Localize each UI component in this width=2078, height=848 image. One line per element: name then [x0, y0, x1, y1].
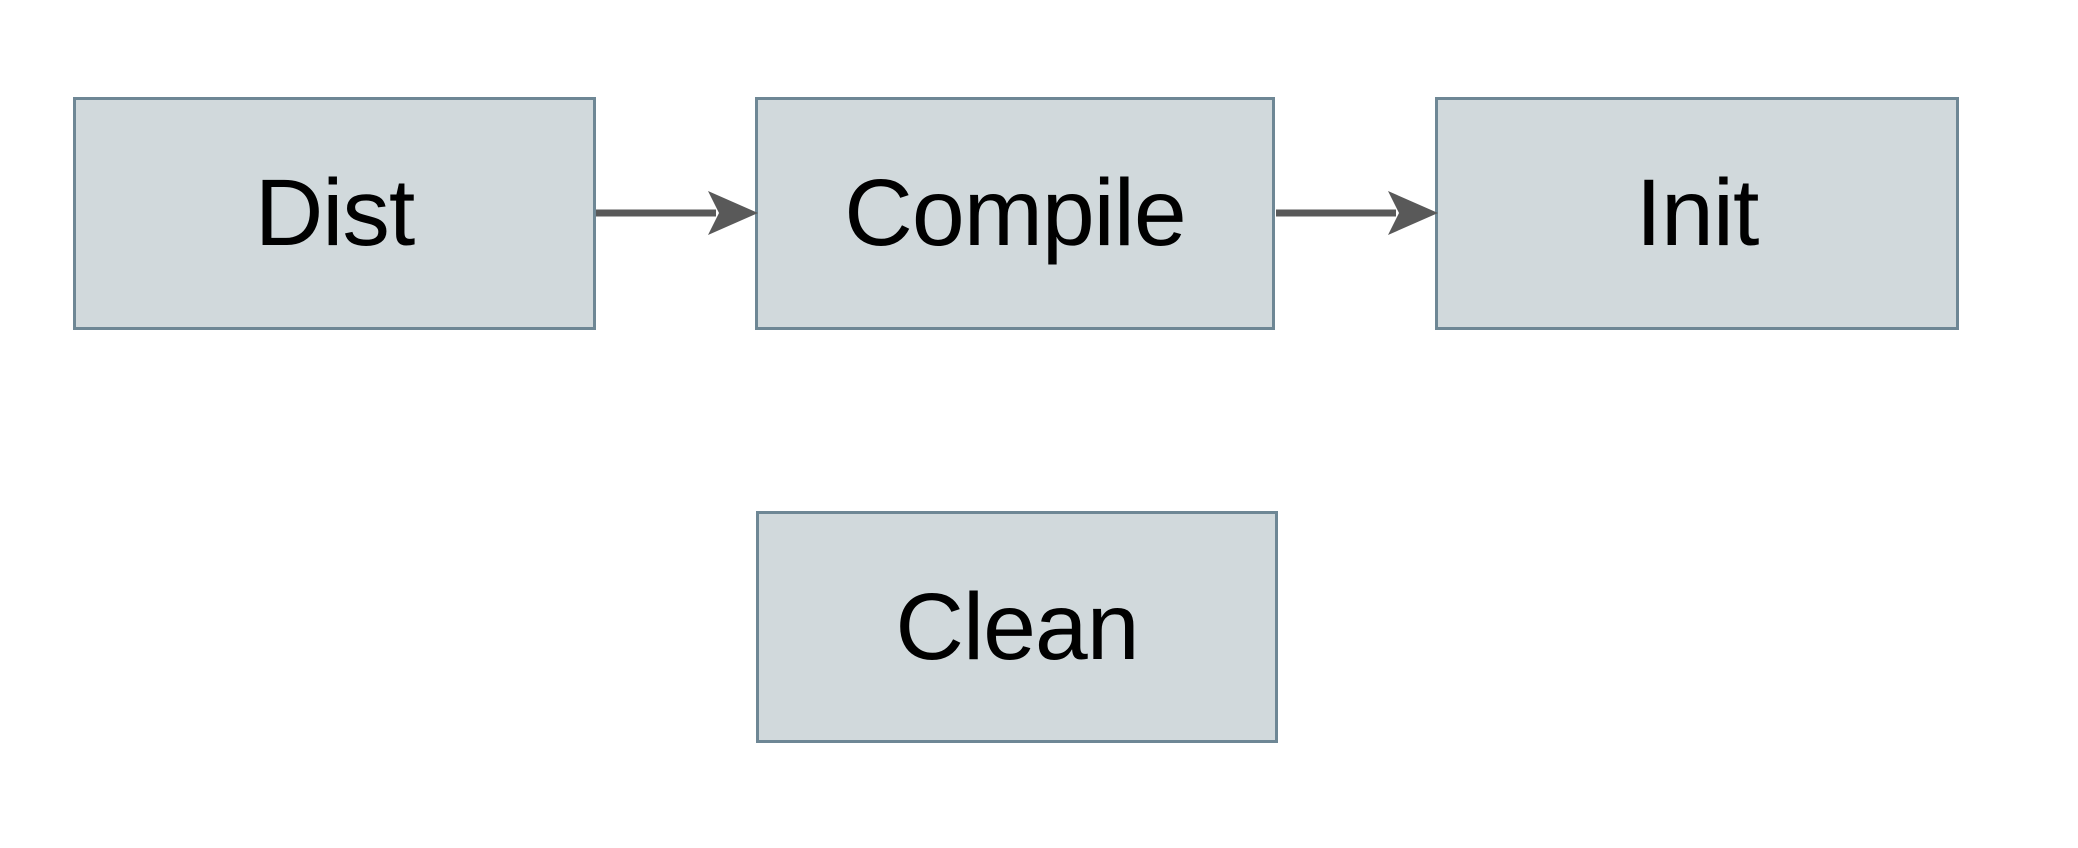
node-clean[interactable]: Clean — [756, 511, 1278, 743]
node-clean-label: Clean — [895, 573, 1139, 680]
edge-dist-to-compile — [596, 191, 758, 235]
node-dist-label: Dist — [254, 160, 416, 266]
node-init-label: Init — [1635, 160, 1760, 266]
edge-compile-to-init — [1276, 191, 1438, 235]
arrowhead-icon — [1388, 191, 1438, 235]
node-dist[interactable]: Dist — [73, 97, 596, 330]
node-init[interactable]: Init — [1435, 97, 1959, 330]
node-compile-label: Compile — [844, 160, 1186, 266]
node-compile[interactable]: Compile — [755, 97, 1275, 330]
arrowhead-icon — [708, 191, 758, 235]
